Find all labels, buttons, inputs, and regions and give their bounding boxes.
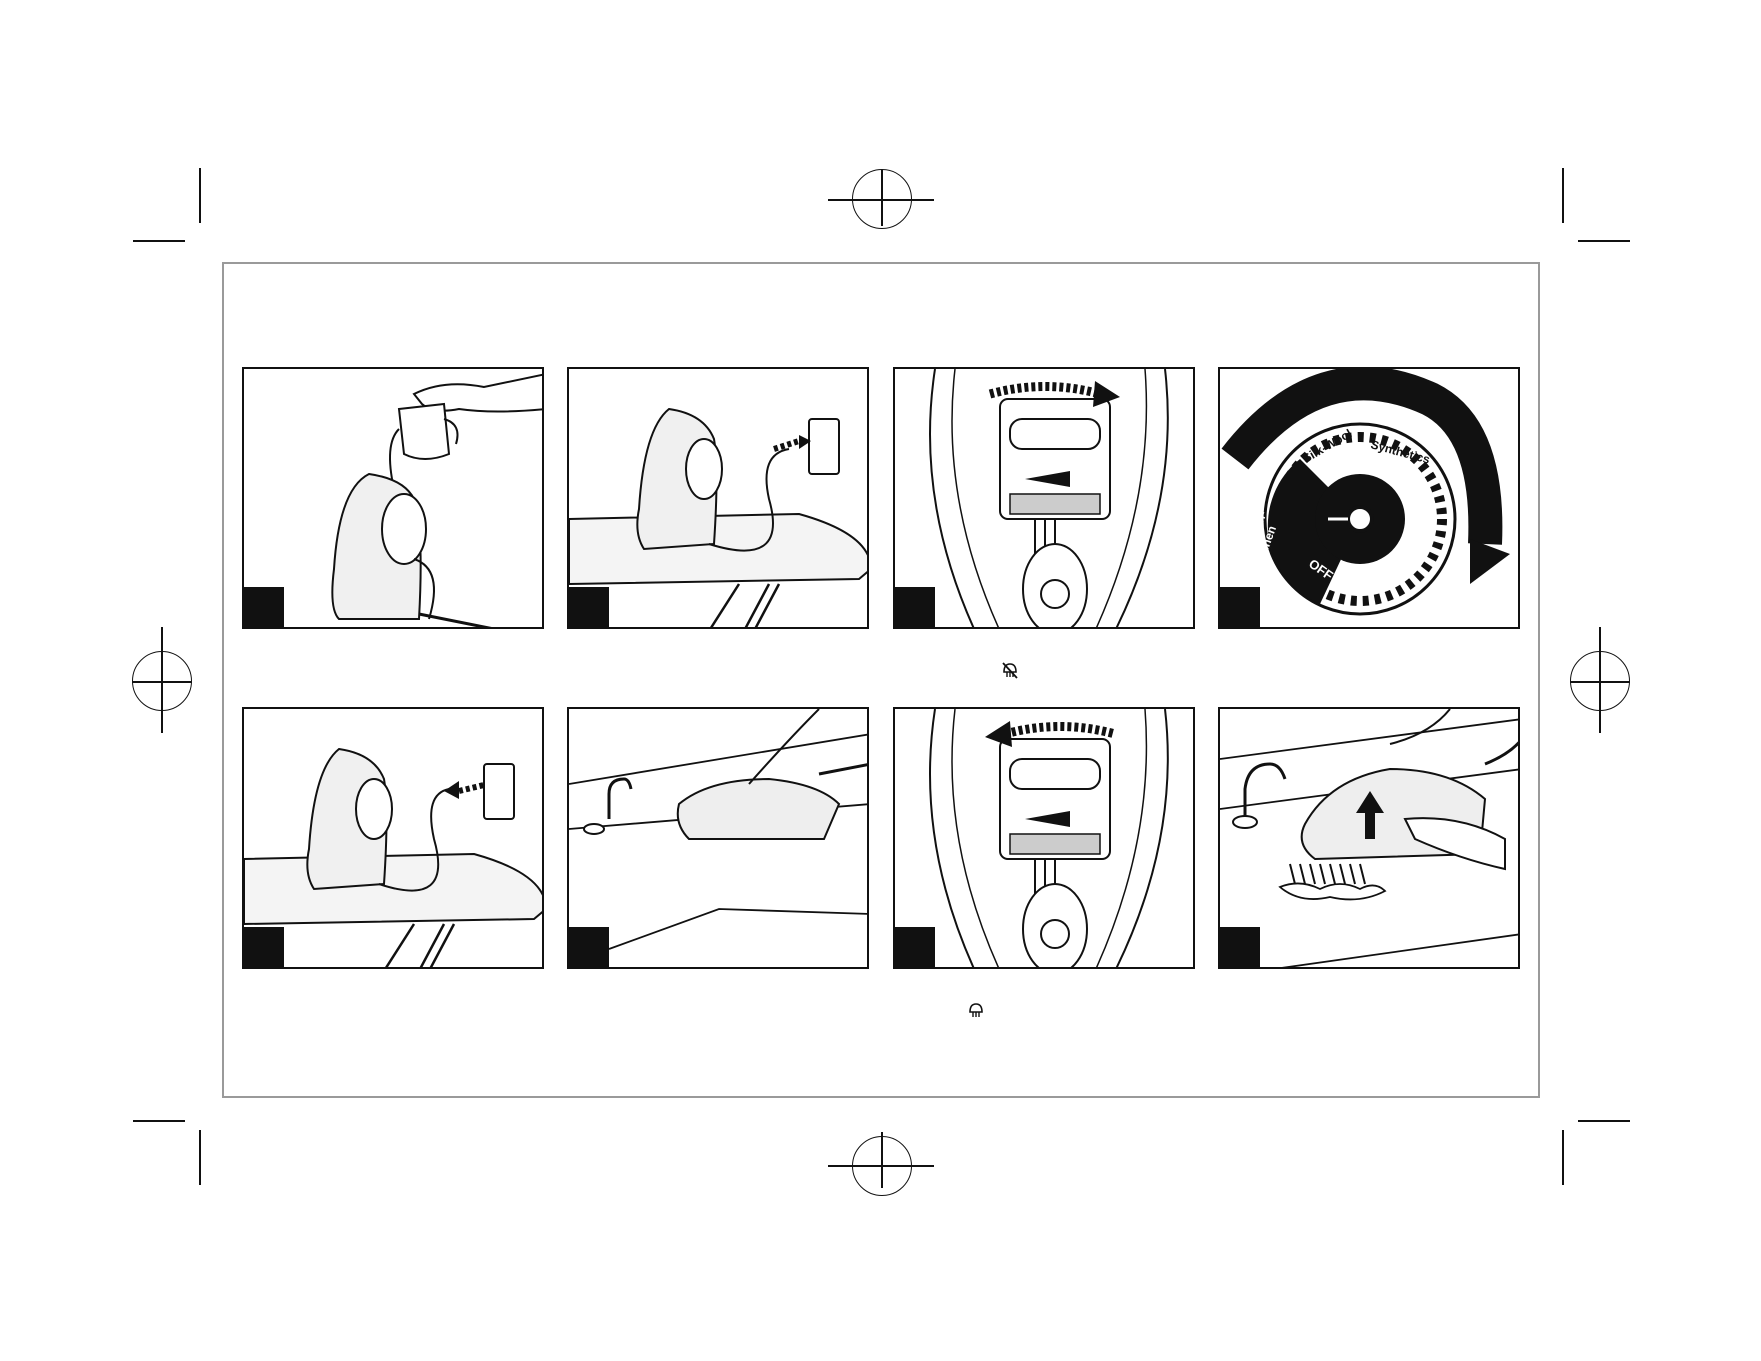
step-number-box	[244, 927, 284, 967]
no-steam-icon	[1000, 660, 1020, 685]
crop-mark	[199, 1130, 201, 1185]
steam-icon	[966, 1001, 986, 1026]
step-number-box	[569, 587, 609, 627]
crop-mark	[1578, 1120, 1630, 1122]
step-number-box	[895, 587, 935, 627]
illustration-unplug	[242, 707, 544, 969]
illustration-iron-over-sink	[567, 707, 869, 969]
step-number-box	[244, 587, 284, 627]
illustration-turn-dial-left	[893, 707, 1195, 969]
crop-mark	[199, 168, 201, 223]
crop-mark	[133, 240, 185, 242]
illustration-fill-water	[242, 367, 544, 629]
illustration-temperature-dial: Cotton-Linen Silk-Wool Synthetics OFF	[1218, 367, 1520, 629]
step-number-box	[1220, 927, 1260, 967]
crop-mark	[133, 1120, 185, 1122]
crop-mark	[1562, 1130, 1564, 1185]
illustration-plug-in	[567, 367, 869, 629]
step-number-box	[895, 927, 935, 967]
illustration-turn-dial-right	[893, 367, 1195, 629]
step-number-box	[1220, 587, 1260, 627]
crop-mark	[1562, 168, 1564, 223]
step-number-box	[569, 927, 609, 967]
crop-mark	[1578, 240, 1630, 242]
illustration-self-clean	[1218, 707, 1520, 969]
